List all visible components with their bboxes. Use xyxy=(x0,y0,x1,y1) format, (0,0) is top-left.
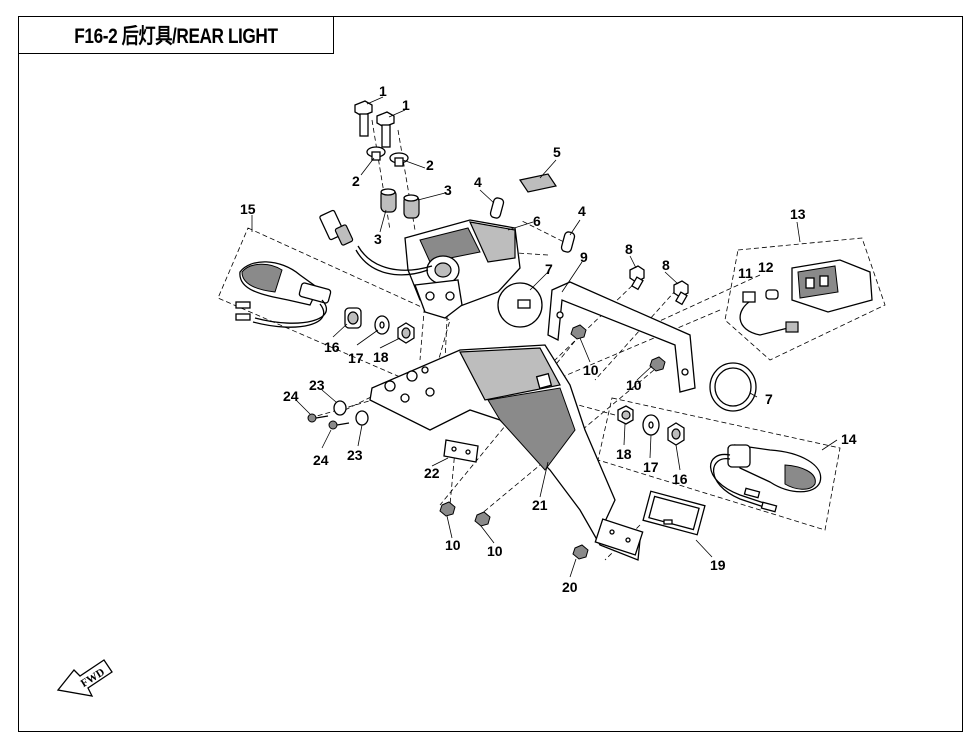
callout-9: 9 xyxy=(580,249,588,265)
nut-part-10 xyxy=(439,324,666,527)
callout-6: 6 xyxy=(533,213,541,229)
callout-3a: 3 xyxy=(374,231,382,247)
plate-part-22 xyxy=(443,439,479,463)
bolt-part-1a xyxy=(354,100,373,137)
callout-16b: 16 xyxy=(672,471,688,487)
group-outline-15 xyxy=(217,227,451,391)
callout-13: 13 xyxy=(790,206,806,222)
callout-1a: 1 xyxy=(379,83,387,99)
callout-24b: 24 xyxy=(313,452,329,468)
callout-7b: 7 xyxy=(765,391,773,407)
callout-10c: 10 xyxy=(445,537,461,553)
bracket-part-9 xyxy=(547,281,696,393)
callout-1b: 1 xyxy=(402,97,410,113)
callout-18b: 18 xyxy=(616,446,632,462)
spacer-part-16b xyxy=(667,422,685,446)
bulb-part-12 xyxy=(765,289,779,300)
plate-reflector-part-19 xyxy=(642,490,706,536)
callout-18a: 18 xyxy=(373,349,389,365)
callout-8a: 8 xyxy=(625,241,633,257)
washer-part-23 xyxy=(333,400,369,426)
callout-19: 19 xyxy=(710,557,726,573)
tail-light-part-6 xyxy=(319,209,521,319)
spacer-part-16 xyxy=(344,307,362,329)
callout-21: 21 xyxy=(532,497,548,513)
callout-2b: 2 xyxy=(426,157,434,173)
reflector-part-7a xyxy=(497,282,543,328)
page-title: F16-2 后灯具/REAR LIGHT xyxy=(73,24,278,48)
nut-part-18b xyxy=(617,405,634,425)
callout-4a: 4 xyxy=(474,174,482,190)
turn-signal-part-15 xyxy=(235,261,332,328)
reflector-part-7b xyxy=(709,362,757,412)
washer-part-17 xyxy=(374,315,390,335)
callout-10a: 10 xyxy=(583,362,599,378)
fender-part-21 xyxy=(369,344,644,561)
diagram-frame xyxy=(18,16,963,732)
group-outline-14 xyxy=(597,397,841,531)
callout-8b: 8 xyxy=(662,257,670,273)
callout-23a: 23 xyxy=(309,377,325,393)
callout-20: 20 xyxy=(562,579,578,595)
callout-7a: 7 xyxy=(545,261,553,277)
leader-lines xyxy=(251,96,838,578)
grommet-part-3 xyxy=(380,188,420,219)
callout-10d: 10 xyxy=(487,543,503,559)
callout-5: 5 xyxy=(553,144,561,160)
pad-part-5 xyxy=(519,173,557,193)
callout-3b: 3 xyxy=(444,182,452,198)
callout-24a: 24 xyxy=(283,388,299,404)
callout-10b: 10 xyxy=(626,377,642,393)
callout-23b: 23 xyxy=(347,447,363,463)
callout-14: 14 xyxy=(841,431,857,447)
callout-16a: 16 xyxy=(324,339,340,355)
license-light-part-13 xyxy=(791,259,873,313)
group-outline-13 xyxy=(724,237,886,361)
callout-17a: 17 xyxy=(348,350,364,366)
nut-part-20 xyxy=(572,544,589,560)
callout-numbers: 1 1 2 2 3 3 4 4 5 6 7 7 8 8 9 10 10 10 1… xyxy=(240,83,857,595)
callout-12: 12 xyxy=(758,259,774,275)
callout-22: 22 xyxy=(424,465,440,481)
bolt-part-1b xyxy=(376,111,395,148)
screw-part-24 xyxy=(307,413,350,430)
bolt-part-8 xyxy=(629,265,689,306)
fwd-arrow-icon: FWD xyxy=(56,659,113,697)
callout-15: 15 xyxy=(240,201,256,217)
wire-part-11 xyxy=(739,291,799,336)
callout-17b: 17 xyxy=(643,459,659,475)
callout-2a: 2 xyxy=(352,173,360,189)
turn-signal-part-14 xyxy=(709,444,822,513)
callout-4b: 4 xyxy=(578,203,586,219)
washer-part-2 xyxy=(366,146,409,167)
nut-part-18 xyxy=(397,322,415,344)
washer-part-17b xyxy=(642,414,660,436)
callout-11: 11 xyxy=(738,265,753,281)
title-box: F16-2 后灯具/REAR LIGHT xyxy=(18,16,334,54)
